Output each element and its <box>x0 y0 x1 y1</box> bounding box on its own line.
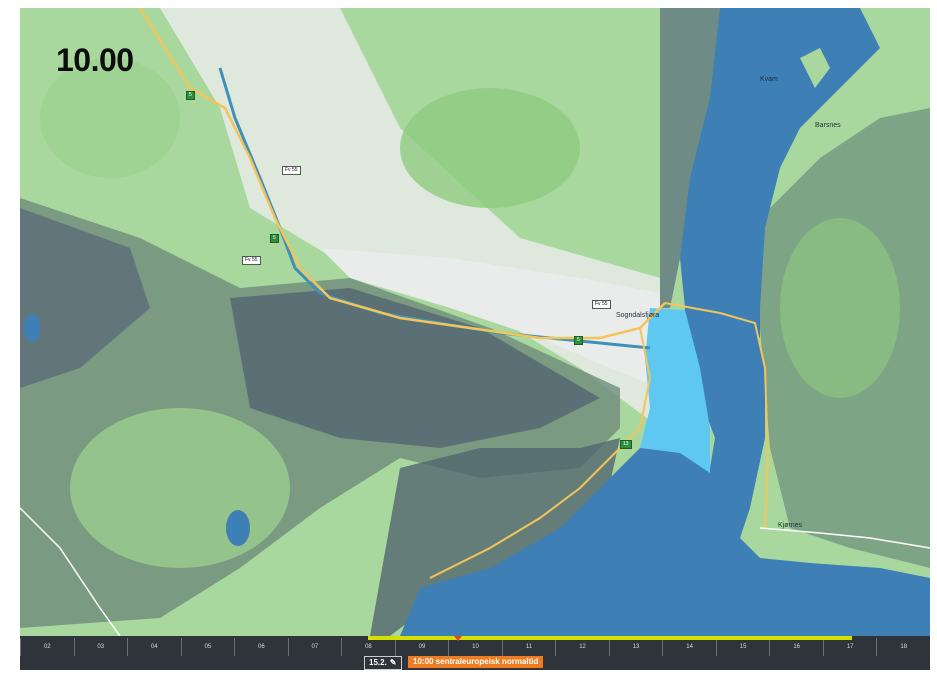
forest-patch <box>780 218 900 398</box>
hour-tick-label: 17 <box>846 644 854 650</box>
hour-tick-label: 06 <box>258 644 265 650</box>
hour-tick-label: 04 <box>150 644 158 650</box>
map-canvas[interactable]: 10.00 Sogndalsfjøra Kvam Barsnes Kjørnes… <box>20 8 930 636</box>
forest-patch <box>40 58 180 178</box>
hour-tick-label: 02 <box>43 644 51 650</box>
hour-tick-label: 05 <box>204 644 212 650</box>
place-label-kvam: Kvam <box>760 76 778 83</box>
hour-tick-label: 14 <box>686 644 693 650</box>
hour-tick-label: 07 <box>311 644 319 650</box>
hour-tick-label: 09 <box>418 644 426 650</box>
hour-tick-12[interactable]: 12 <box>555 638 609 656</box>
highlight-water <box>640 308 710 473</box>
lake <box>226 510 250 546</box>
hour-tick-09[interactable]: 09 <box>394 638 449 656</box>
place-label-kjornes: Kjørnes <box>778 522 803 529</box>
time-overlay-label: 10.00 <box>56 42 134 78</box>
lake <box>24 314 40 342</box>
hour-tick-label: 16 <box>793 644 800 650</box>
hour-tick-07[interactable]: 07 <box>287 638 342 656</box>
urban-area <box>320 248 660 388</box>
road-shield-fv55: Fv 55 <box>592 300 611 309</box>
place-label-barsnes: Barsnes <box>815 122 841 129</box>
shadow-east-ridge <box>660 8 750 308</box>
pencil-icon: ✎ <box>389 658 397 667</box>
fjord-south <box>400 308 930 636</box>
forest-patch <box>70 408 290 568</box>
map-viewer: 10.00 Sogndalsfjøra Kvam Barsnes Kjørnes… <box>20 8 930 670</box>
hour-tick-02[interactable]: 02 <box>20 638 74 656</box>
hour-tick-label: 13 <box>632 644 640 650</box>
current-time-marker[interactable] <box>454 636 462 641</box>
hour-tick-18[interactable]: 18 <box>876 638 930 656</box>
hour-ticks: 02 03 04 05 06 07 08 09 10 11 12 13 14 15 16 17 18 <box>20 636 930 656</box>
road-east <box>664 302 770 529</box>
hour-tick-11[interactable]: 11 <box>501 638 556 656</box>
terrain-map <box>20 8 930 636</box>
hour-tick-13[interactable]: 13 <box>608 638 663 656</box>
road-south <box>429 327 652 579</box>
hour-tick-17[interactable]: 17 <box>822 638 877 656</box>
hour-tick-label: 11 <box>525 644 533 650</box>
road-minor <box>20 507 121 636</box>
road-shield-fv55: Fv 55 <box>282 166 301 175</box>
hour-tick-label: 08 <box>365 644 372 650</box>
hour-tick-06[interactable]: 06 <box>234 638 288 656</box>
date-picker-button[interactable]: 15.2. ✎ <box>364 656 402 670</box>
hour-tick-16[interactable]: 16 <box>769 638 823 656</box>
road-shield-e13: 13 <box>620 440 632 449</box>
road-shield-rv5: 5 <box>186 91 195 100</box>
fjord-north <box>680 8 880 338</box>
time-zone-badge: 10:00 sentraleuropeisk normaltid <box>408 656 544 668</box>
road-shield-fv55: Fv 55 <box>242 256 261 265</box>
shadow-central <box>230 288 600 448</box>
hour-tick-14[interactable]: 14 <box>662 638 716 656</box>
forest-patch <box>400 88 580 208</box>
hour-tick-08[interactable]: 08 <box>341 638 395 656</box>
place-label-sogndalsfjora: Sogndalsfjøra <box>616 312 660 319</box>
hour-tick-label: 12 <box>579 644 586 650</box>
date-label: 15.2. <box>369 658 387 667</box>
forecast-range-bar[interactable] <box>368 636 852 640</box>
hour-tick-05[interactable]: 05 <box>180 638 235 656</box>
hour-tick-label: 15 <box>739 644 747 650</box>
shadow-west <box>20 208 150 388</box>
road-shield-rv5: 5 <box>574 336 583 345</box>
time-slider[interactable]: 02 03 04 05 06 07 08 09 10 11 12 13 14 15 16 17 18 15.2.… <box>20 636 930 670</box>
island <box>800 48 830 88</box>
hour-tick-label: 18 <box>900 644 908 650</box>
hour-tick-15[interactable]: 15 <box>715 638 770 656</box>
hour-tick-label: 10 <box>472 644 479 650</box>
hour-tick-03[interactable]: 03 <box>73 638 128 656</box>
road-shield-rv5: 5 <box>270 234 279 243</box>
hour-tick-10[interactable]: 10 <box>448 638 502 656</box>
hour-tick-04[interactable]: 04 <box>127 638 181 656</box>
road-rv5 <box>138 8 666 340</box>
road-minor <box>759 527 930 549</box>
hour-tick-label: 03 <box>97 644 105 650</box>
